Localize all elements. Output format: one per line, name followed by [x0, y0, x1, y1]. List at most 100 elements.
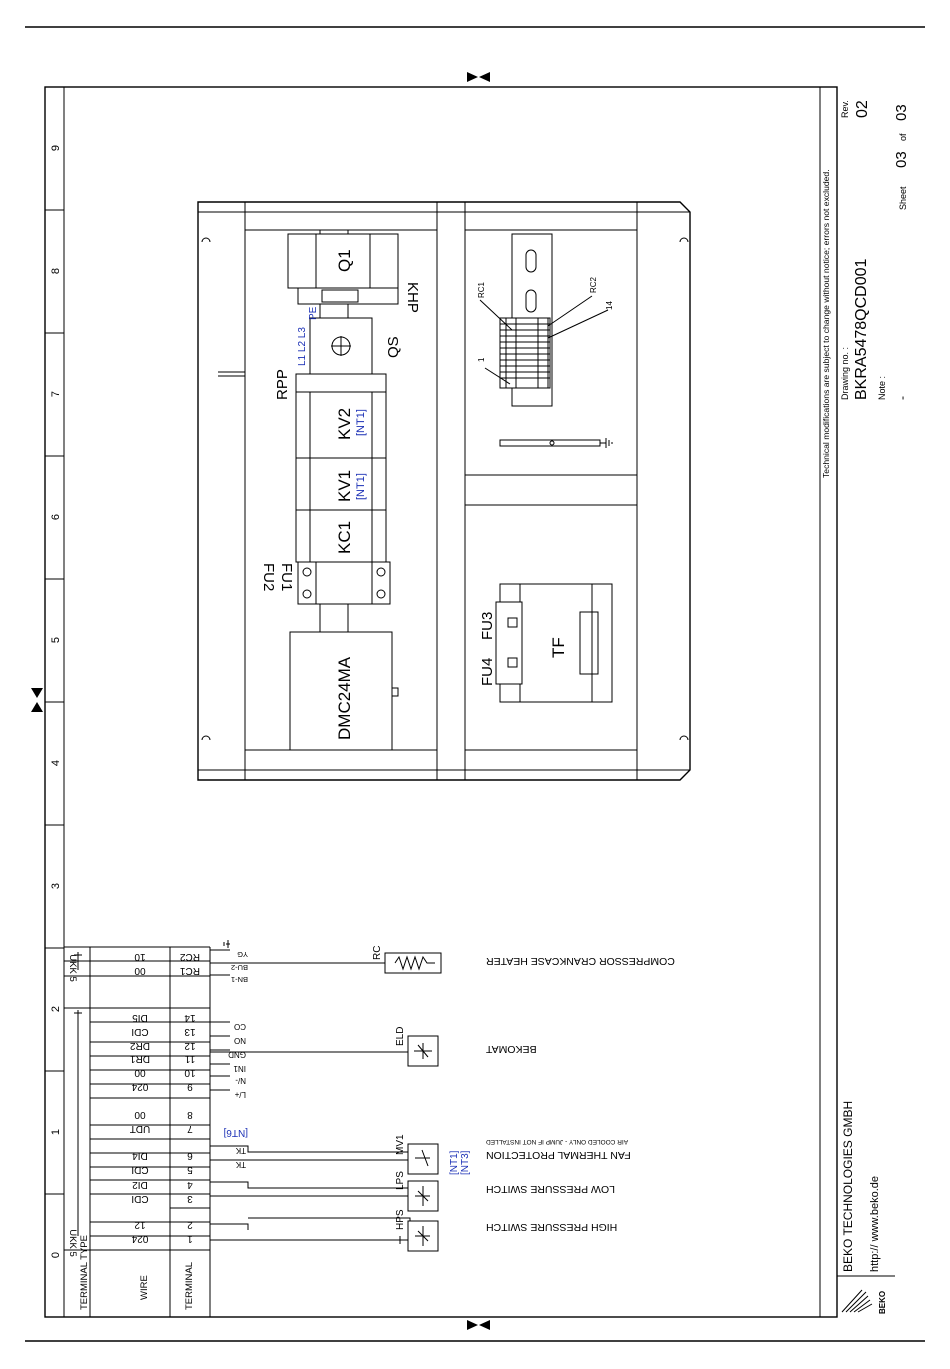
- terminal-number: 6: [187, 1150, 193, 1161]
- contactor-kv2: KV2 [NT1]: [295, 391, 387, 459]
- wire-number: CDI: [131, 1164, 148, 1175]
- wire-number: DI5: [132, 1012, 148, 1023]
- fu1-label: FU1: [278, 563, 295, 591]
- eld-pin: N/-: [235, 1076, 246, 1085]
- relay-khp: KHP: [297, 282, 421, 313]
- rc-label: COMPRESSOR CRANKCASE HEATER: [486, 955, 675, 967]
- breaker-q1: Q1: [287, 233, 399, 289]
- eld-pin: L/+: [234, 1090, 246, 1099]
- title-block: Technical modifications are subject to c…: [821, 100, 910, 1314]
- wire-number: 024: [131, 1081, 148, 1092]
- disclaimer-text: Technical modifications are subject to c…: [821, 169, 831, 478]
- rc-pin: YG: [237, 950, 248, 959]
- table-row: 1 024: [90, 1221, 210, 1244]
- mv1-ref1: [NT1]: [449, 1150, 460, 1175]
- ground-icon: [600, 438, 613, 448]
- panel-layout: DMC24MA FU1 FU2 KC1 KV1 [NT1]: [197, 201, 691, 781]
- eld-pin: IN1: [233, 1064, 246, 1073]
- terminal-number: 10: [184, 1067, 196, 1078]
- dmc-label: DMC24MA: [335, 656, 354, 740]
- transformer-tf: TF FU3 FU4: [479, 583, 613, 703]
- rc-pin: BN-1: [231, 975, 248, 984]
- wire-number: DI4: [132, 1150, 148, 1161]
- wire-number: DR1: [130, 1053, 150, 1064]
- low-pressure-switch: LPS LOW PRESSURE SWITCH: [395, 1171, 615, 1212]
- terminal-table: TERMINAL TYPE WIRE TERMINAL UKK 5 UKK 5 …: [64, 946, 211, 1317]
- mv1-label: FAN THERMAL PROTECTION: [486, 1149, 631, 1161]
- mv1-ref2: [NT3]: [460, 1150, 471, 1175]
- crankcase-heater: BN-1 BU-2 YG RC COMPRESSOR CRANKCASE HEA…: [210, 940, 675, 984]
- kv2-label: KV2: [335, 408, 354, 440]
- table-row: 10 00: [90, 1067, 210, 1085]
- center-mark-bottom: [467, 1320, 490, 1330]
- phases-label: L1 L2 L3: [297, 327, 308, 366]
- grid-number: 8: [50, 268, 62, 274]
- eld-tag: ELD: [395, 1027, 406, 1046]
- phase-relay-rpp: RPP: [274, 369, 387, 400]
- ground-icon: [223, 940, 230, 948]
- eld-pin: CO: [234, 1022, 246, 1031]
- pe-label: PE: [308, 306, 319, 320]
- terminal-block-type: UKK 5: [67, 1229, 78, 1256]
- eld-label: BEKOMAT: [485, 1043, 536, 1055]
- terminal-number: 7: [187, 1123, 193, 1134]
- earth-bar: [499, 438, 613, 448]
- grid-number: 0: [50, 1252, 62, 1258]
- kc1-label: KC1: [335, 521, 354, 554]
- note-value: -: [895, 396, 909, 400]
- wire-number: 00: [134, 1067, 146, 1078]
- contactor-kv1: KV1 [NT1]: [295, 457, 387, 511]
- rc-tag: RC: [372, 946, 383, 960]
- note-label: Note :: [877, 376, 887, 400]
- terminal-number: 2: [187, 1219, 193, 1230]
- table-row: 8 00: [90, 1109, 210, 1126]
- wire-number: CDI: [131, 1193, 148, 1204]
- wire-number: CDI: [131, 1026, 148, 1037]
- sheet-label: Sheet: [898, 186, 908, 210]
- khp-label: KHP: [404, 282, 421, 313]
- wire-number: DR2: [130, 1040, 150, 1051]
- terminal-number: 12: [184, 1040, 196, 1051]
- high-pressure-switch: HPS HIGH PRESSURE SWITCH: [395, 1209, 617, 1252]
- wire-number: 024: [131, 1233, 148, 1244]
- terminal-number: 3: [187, 1193, 193, 1204]
- contactor-kc1: KC1: [295, 509, 387, 563]
- terminal-number: 8: [187, 1109, 193, 1120]
- sheet-value: 03: [893, 151, 910, 168]
- wire-number: 00: [134, 1109, 146, 1120]
- terminal-header: TERMINAL: [184, 1262, 195, 1310]
- terminal-number: 4: [187, 1179, 193, 1190]
- q1-label: Q1: [335, 249, 354, 272]
- outer-frame: [44, 86, 838, 1318]
- terminal-type-header: TERMINAL TYPE: [79, 1235, 90, 1310]
- lps-label: LOW PRESSURE SWITCH: [486, 1183, 615, 1195]
- fu4-label: FU4: [479, 658, 496, 686]
- grid-number: 1: [50, 1129, 62, 1135]
- table-row: 13 CDI: [90, 1026, 210, 1043]
- wire-number: 12: [134, 1219, 146, 1230]
- terminal-strip: RC1 RC2 14 1: [477, 233, 614, 407]
- grid-number: 9: [50, 145, 62, 151]
- grid-number: 4: [50, 760, 62, 766]
- grid-number: 6: [50, 514, 62, 520]
- kv2-ref: [NT1]: [355, 409, 367, 436]
- tk-label: TK: [235, 1160, 246, 1169]
- kv1-label: KV1: [335, 470, 354, 502]
- rc-pin: BU-2: [231, 963, 248, 972]
- terminal-number: 1: [187, 1233, 193, 1244]
- tk-label: TK: [235, 1146, 246, 1155]
- eld-pin: GND: [228, 1050, 246, 1059]
- rev-value: 02: [854, 100, 871, 118]
- hps-tag: HPS: [395, 1209, 406, 1230]
- rev-label: Rev.: [840, 100, 850, 118]
- terminal-number: 13: [184, 1026, 196, 1037]
